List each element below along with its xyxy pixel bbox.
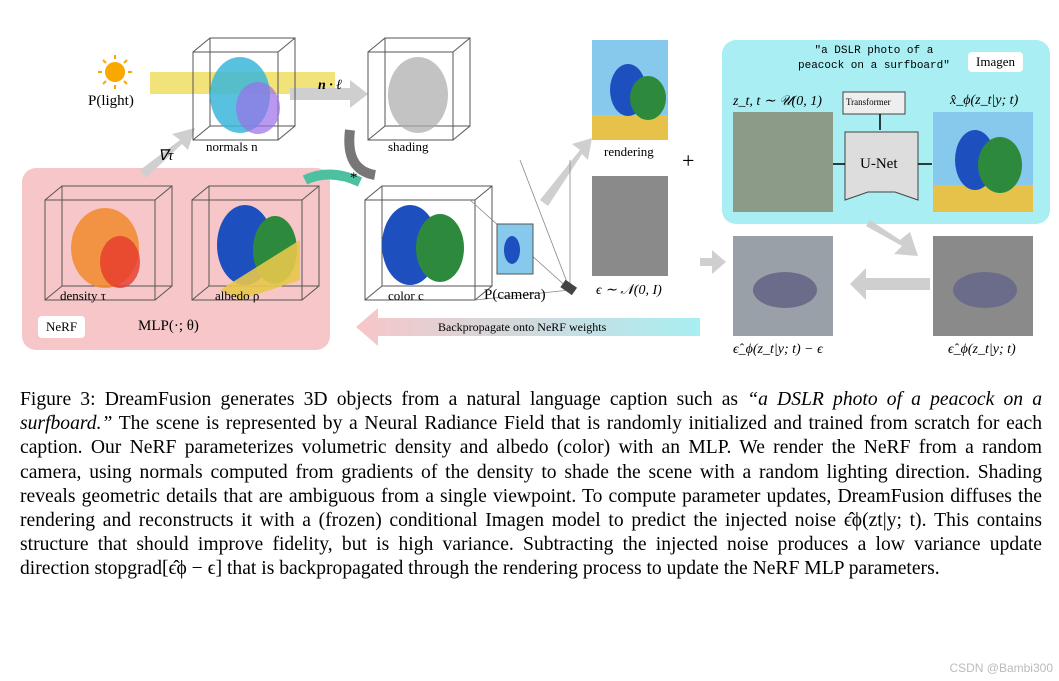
transformer-label: Transformer [846, 97, 891, 107]
plus-label: + [682, 148, 695, 173]
mlp-label: MLP(·; θ) [138, 318, 199, 334]
eps-minus-label: ϵ̂_ϕ(z_t|y; t) − ϵ [733, 342, 823, 357]
unet-box [844, 131, 919, 201]
arrow-down [866, 220, 918, 256]
xhat-label: x̂_ϕ(z_t|y; t) [950, 93, 1019, 108]
color-cube [364, 185, 493, 301]
arrow-render [540, 138, 592, 206]
eps-hat-label: ϵ̂_ϕ(z_t|y; t) [948, 342, 1016, 357]
shading-color-arrow [344, 129, 377, 180]
density-label: density τ [60, 288, 107, 303]
watermark: CSDN @Bambi300 [949, 661, 1053, 675]
zt-label: z_t, t ∼ 𝒰(0, 1) [733, 94, 822, 109]
shading-label: shading [388, 139, 429, 154]
star-label: * [350, 170, 358, 186]
flow-arrows [140, 80, 930, 300]
caption-quote: “a DSLR photo of a peacock on a surfboar… [20, 389, 1042, 435]
imagen-label: Imagen [968, 52, 1023, 72]
normals-label: normals n [206, 139, 258, 154]
albedo-label: albedo ρ [215, 288, 260, 303]
arrow-predicted [850, 268, 930, 300]
sun-icon [98, 55, 132, 89]
camera-icon [560, 279, 578, 296]
rendering-label: rendering [604, 144, 654, 159]
prompt-label: "a DSLR photo of a peacock on a surfboar… [798, 45, 950, 72]
arrow-grad [140, 128, 195, 178]
noise-image [592, 176, 668, 276]
caption-body: The scene is represented by a Neural Rad… [20, 413, 1042, 580]
albedo-color-arrow [302, 169, 363, 187]
shading-peacock [388, 57, 448, 133]
backprop-arrow [356, 308, 700, 346]
unet-label: U-Net [860, 156, 898, 172]
figure-caption: Figure 3: DreamFusion generates 3D objec… [20, 388, 1042, 582]
nerf-label: NeRF [38, 316, 86, 338]
light-label: P(light) [88, 93, 134, 109]
diagram-graphics [44, 37, 1033, 346]
arrow-noise [700, 250, 726, 274]
transformer-box [842, 91, 906, 115]
camera-label: P(camera) [484, 287, 546, 303]
backprop-label: Backpropagate onto NeRF weights [438, 320, 607, 334]
n-dot-l-label: n · ℓ [318, 78, 343, 93]
figure-diagram: P(light) ∇τ normals n n · ℓ shading dens… [22, 37, 1050, 357]
color-label: color c [388, 288, 424, 303]
grad-label: ∇τ [158, 148, 174, 164]
noise-label: ϵ ∼ 𝒩(0, I) [596, 283, 662, 298]
arrow-ndotl [290, 80, 368, 108]
caption-prefix: Figure 3: DreamFusion generates 3D objec… [20, 389, 748, 410]
zt-image [733, 112, 833, 212]
